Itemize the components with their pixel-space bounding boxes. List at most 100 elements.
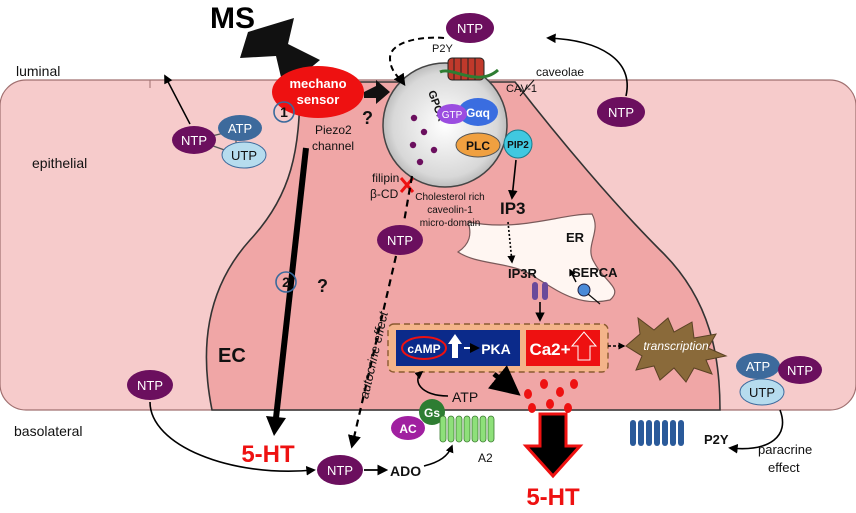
caveolae-pointer [519, 79, 535, 97]
luminal-label: luminal [16, 63, 60, 79]
atp-to-camp-arrow [414, 370, 449, 397]
serotonin-granules [524, 379, 578, 413]
serca-pump [577, 283, 591, 297]
autocrine-dashed-arrow [347, 255, 398, 449]
gs-label: Gs [424, 406, 440, 420]
atp-node-left [218, 115, 262, 141]
pka-label: PKA [481, 341, 511, 357]
ntp-node-right-cluster [778, 356, 822, 384]
vesicle-dashed-line [402, 175, 414, 223]
ntp-node-top [446, 13, 494, 43]
caveolae-label: caveolae [536, 65, 584, 79]
pip2-to-ip3-arrow [508, 159, 518, 200]
utp-label-right: UTP [749, 385, 775, 400]
step-2-label: 2 [282, 274, 290, 290]
atp-label-left: ATP [228, 121, 252, 136]
ac-label: AC [399, 422, 417, 436]
vesicle-dot [416, 158, 424, 166]
transcription-label: transcription [643, 339, 709, 353]
mechano-label-1: mechano [289, 76, 346, 91]
galpha-label: Gαq [466, 106, 490, 120]
ntp-node-right [597, 97, 645, 127]
gs-protein [419, 399, 445, 425]
ip3r-label: IP3R [508, 266, 538, 281]
ac-enzyme [391, 416, 425, 440]
bcd-label: β-CD [370, 187, 399, 201]
ntp-loop-arrow [388, 36, 445, 86]
starburst-icon [625, 316, 728, 383]
sensor-to-caveolae-arrow [364, 80, 390, 104]
serca-label: SERCA [572, 265, 618, 280]
ntp-label-basal: NTP [327, 463, 353, 478]
piezo-label-1: Piezo2 [315, 123, 352, 137]
piezo-label-2: channel [312, 139, 354, 153]
paracrine-label-1: paracrine [758, 442, 812, 457]
galpha-protein [458, 98, 498, 126]
plc-label: PLC [466, 139, 490, 153]
mechano-sensor [272, 66, 364, 118]
ntp-node-basal-left [127, 370, 173, 400]
vesicle-dot [420, 128, 428, 136]
ntp-label-top: NTP [457, 21, 483, 36]
gtp-label: GTP [442, 110, 463, 121]
serca-uptake-arrow [569, 268, 577, 283]
domain-label-1: Cholesterol rich [415, 192, 484, 203]
pip2-node [503, 129, 533, 159]
plc-node [455, 132, 501, 158]
ado-to-a2-arrow [423, 444, 454, 467]
p2y-receptor-bottom [630, 420, 684, 446]
ntp-node-left [172, 126, 216, 154]
ntp-node-middle [377, 225, 423, 255]
vesicle-dot [430, 146, 438, 154]
paracrine-label-2: effect [768, 460, 800, 475]
filipin-label: filipin [372, 171, 399, 185]
up-arrow-icon [448, 334, 462, 358]
atp-node-right [736, 353, 780, 379]
ntp-label-left: NTP [181, 133, 207, 148]
basolateral-label: basolateral [14, 423, 83, 439]
ntp-label-right: NTP [608, 105, 634, 120]
up-arrow-icon [570, 331, 598, 361]
pathway-2-arrowhead [266, 416, 286, 436]
utp-node-right [739, 378, 785, 406]
question-mark-2: ? [317, 276, 328, 296]
step-1-label: 1 [280, 104, 288, 120]
epithelial-label: epithelial [32, 155, 87, 171]
paracrine-arrow [728, 409, 784, 454]
domain-label-2: caveolin-1 [427, 205, 473, 216]
serotonin-label-left: 5-HT [241, 441, 295, 468]
caveolae-domain [382, 62, 508, 188]
ip3r-channel [532, 282, 548, 300]
atp-label-mid: ATP [452, 389, 478, 405]
vesicle-dot [410, 114, 418, 122]
ntp-label-basal-left: NTP [137, 378, 163, 393]
ip3-label: IP3 [500, 199, 526, 218]
ntp-right-arrow [546, 33, 628, 97]
ntp-release-arrow [164, 74, 191, 125]
ntp-node-basal [317, 455, 363, 485]
ntp-label-right-cluster: NTP [787, 363, 813, 378]
camp-label: cAMP [407, 342, 440, 356]
ec-label: EC [218, 345, 246, 367]
ado-label: ADO [390, 463, 421, 479]
serca-stem [587, 293, 601, 305]
gtp-node [437, 104, 467, 124]
er-label: ER [566, 230, 585, 245]
a2-receptor [439, 415, 495, 443]
ms-label: MS [210, 2, 255, 35]
p2y-receptor-top [439, 57, 500, 81]
utp-node-left [221, 141, 267, 169]
camp-highlight [401, 336, 447, 360]
ntp-label-middle: NTP [387, 233, 413, 248]
pathway-2-line [273, 147, 309, 419]
mechano-label-2: sensor [297, 92, 340, 107]
question-mark-1: ? [362, 108, 373, 128]
down-arrow-icon [522, 412, 584, 479]
utp-label-left: UTP [231, 148, 257, 163]
p2y-label-bottom: P2Y [704, 432, 729, 447]
step-2-marker [275, 271, 297, 293]
a2-label: A2 [478, 451, 493, 465]
domain-label-3: micro-domain [420, 218, 481, 229]
vesicle-dot [409, 141, 417, 149]
